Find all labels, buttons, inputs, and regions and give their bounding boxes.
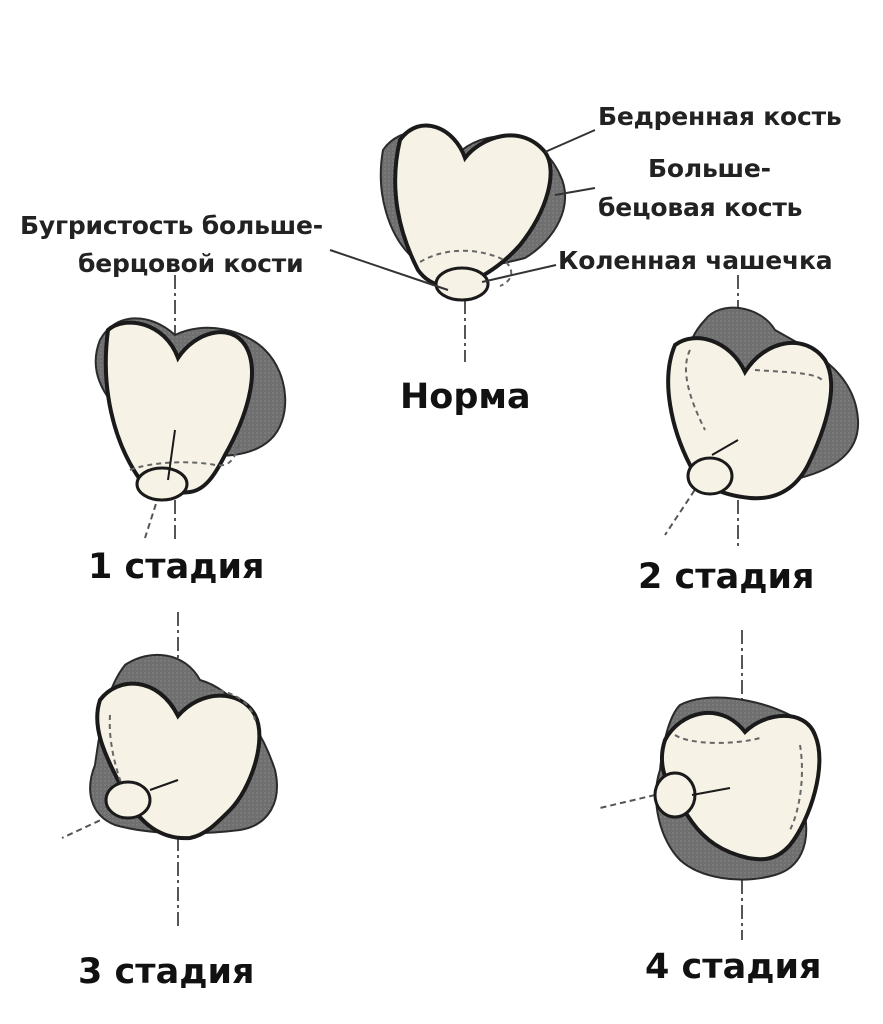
patella-shape: [434, 266, 490, 302]
patella-axis: [664, 481, 701, 536]
tibia-label-line2: бецовая кость: [598, 193, 803, 222]
patella-shape: [104, 780, 152, 820]
norm-label: Норма: [400, 377, 531, 417]
femur-label: Бедренная кость: [598, 102, 842, 131]
patella-leader: [481, 264, 557, 283]
tibia-leader: [554, 187, 596, 196]
tuberosity-dashed: [129, 439, 241, 471]
knee-stage-2: [664, 275, 860, 548]
femur-leader: [544, 129, 596, 153]
patella-shape: [686, 456, 734, 496]
tuberosity-dashed: [684, 349, 823, 431]
knee-stage-1: [94, 275, 287, 540]
tuberosity-dashed: [674, 734, 803, 831]
patella-axis: [599, 794, 656, 809]
stage-2-label: 2 стадия: [638, 557, 815, 597]
knee-stage-4: [599, 630, 822, 940]
tuberosity-label-line2: берцовой кости: [78, 249, 304, 278]
tuberosity-leader: [329, 249, 449, 291]
stage-1-label: 1 стадия: [88, 547, 265, 587]
femur-shape: [103, 320, 254, 495]
tuberosity-dashed: [419, 249, 513, 287]
tibia-label-line1: Больше-: [648, 154, 771, 183]
knee-norm: [329, 123, 596, 362]
stage-4-label: 4 стадия: [645, 947, 822, 987]
tuberosity-dashed: [108, 689, 256, 801]
tuberosity-label-line1: Бугристость больше-: [20, 211, 323, 240]
femur-shape: [659, 711, 822, 862]
femur-shape: [393, 123, 553, 289]
patella-shape: [135, 466, 189, 502]
patella-label: Коленная чашечка: [558, 246, 833, 275]
patella-shape: [653, 771, 697, 819]
stage-3-label: 3 стадия: [78, 952, 255, 992]
knee-stage-3: [61, 612, 278, 928]
